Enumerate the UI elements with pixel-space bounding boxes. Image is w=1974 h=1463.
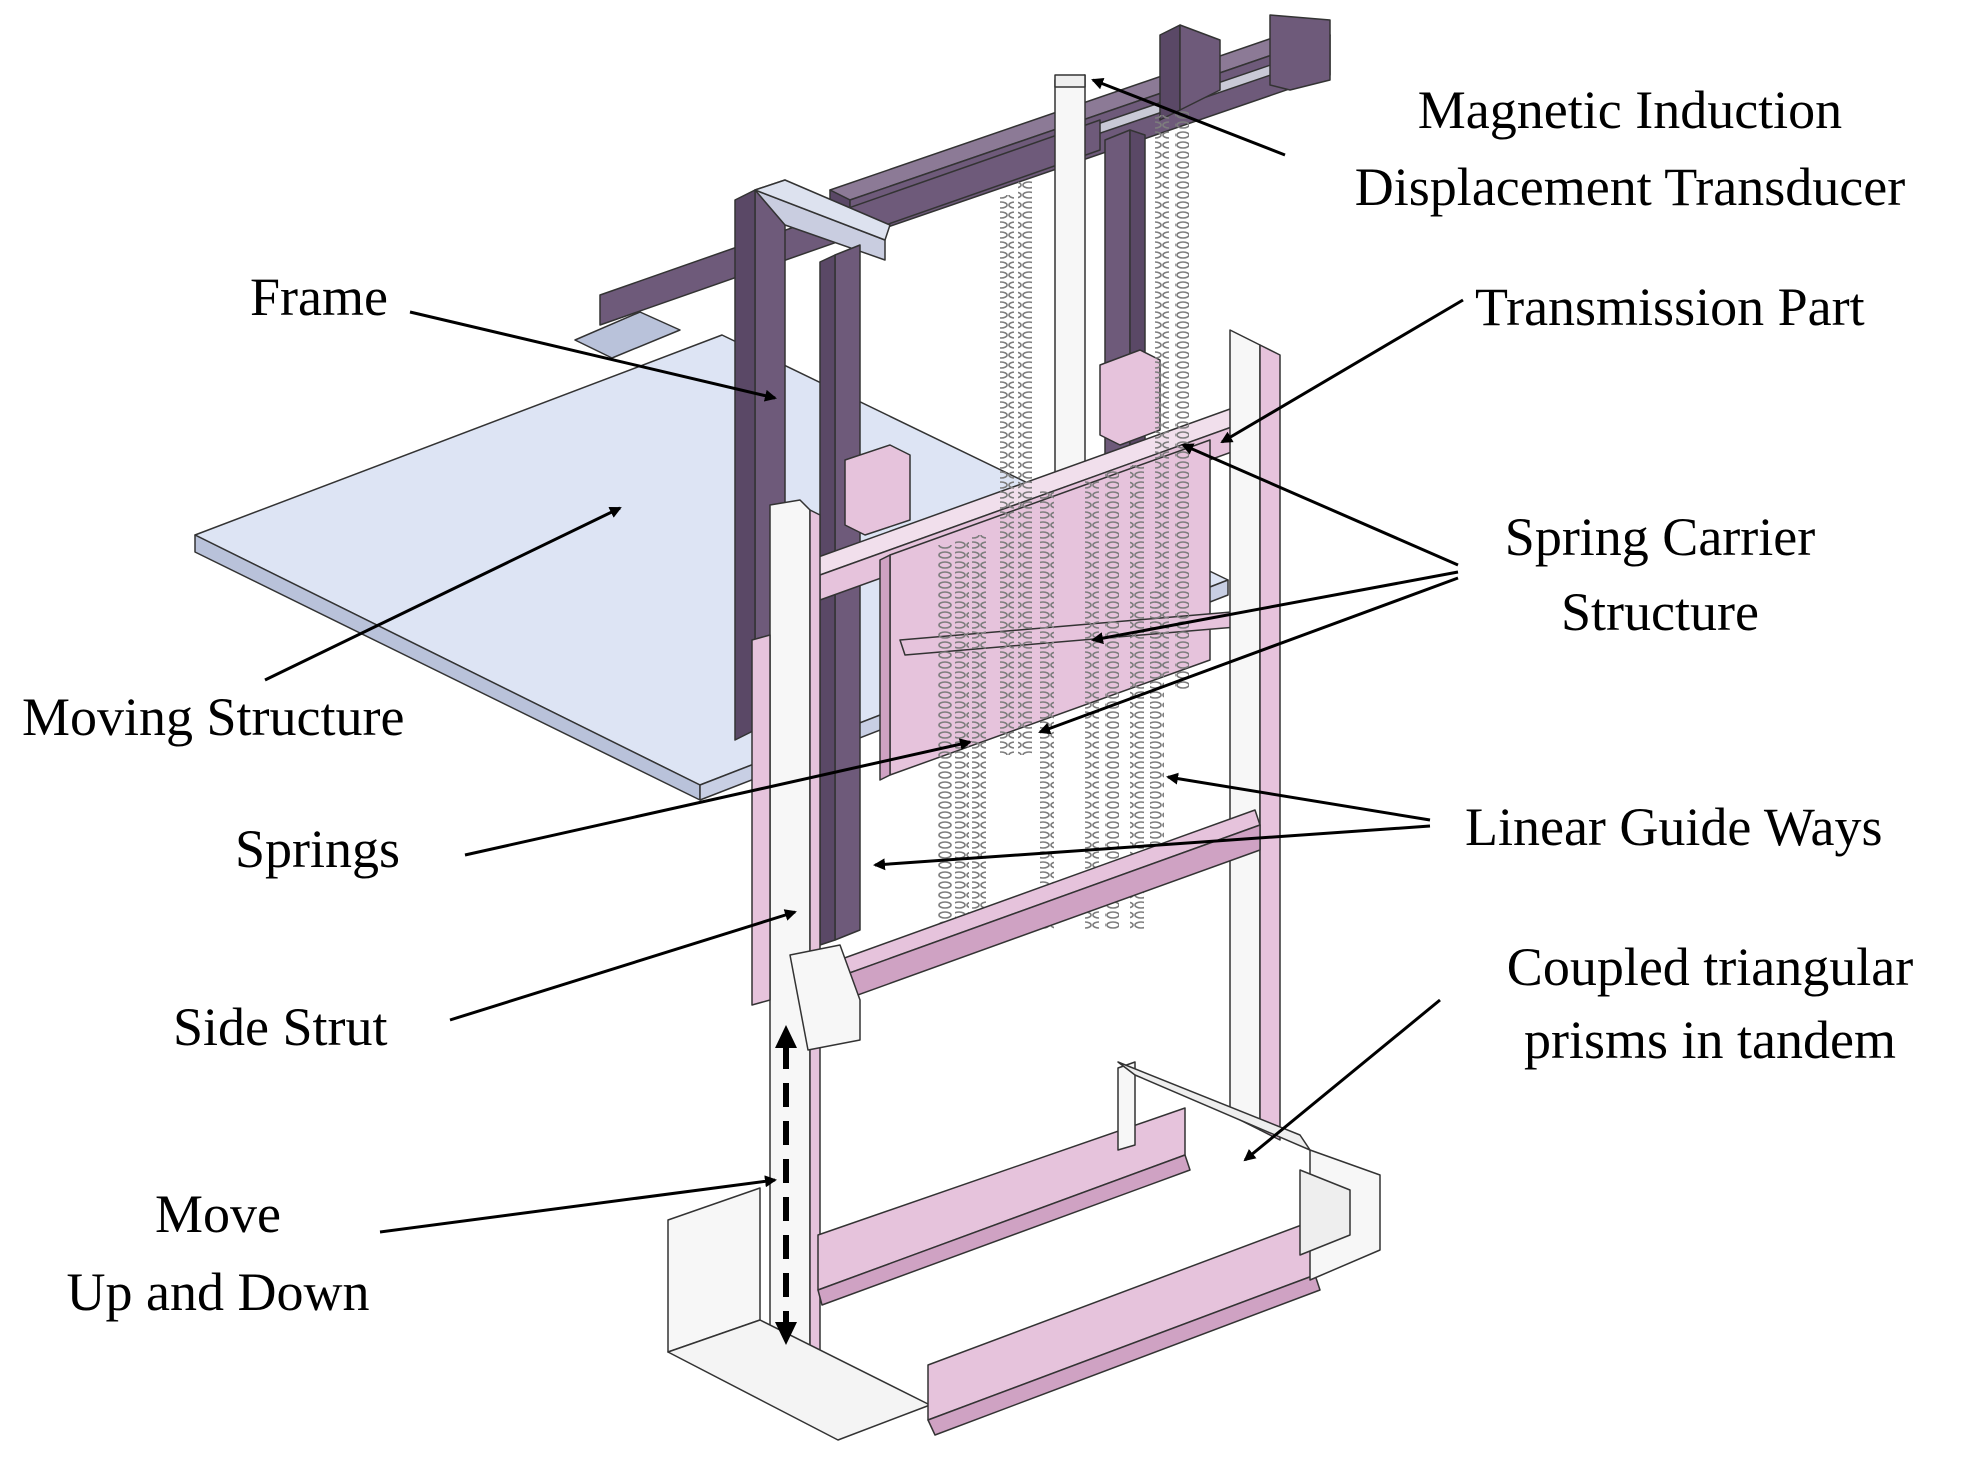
arrow-transducer bbox=[1091, 78, 1286, 157]
right-side-strut bbox=[1229, 329, 1281, 1141]
label-guide-ways: Linear Guide Ways bbox=[1465, 797, 1883, 857]
leader-arrows bbox=[264, 78, 1464, 1234]
arrow-guide-way-left bbox=[873, 824, 1431, 871]
displacement-transducer bbox=[1054, 74, 1086, 476]
label-move-line2: Up and Down bbox=[67, 1262, 370, 1322]
arrow-move bbox=[379, 1175, 777, 1234]
label-springs: Springs bbox=[235, 819, 400, 879]
arrow-transmission bbox=[1220, 298, 1464, 444]
label-transducer-line1: Magnetic Induction bbox=[1418, 80, 1842, 140]
arrow-spring-carrier-3 bbox=[1038, 576, 1459, 735]
label-spring-carrier-line2: Structure bbox=[1561, 582, 1759, 642]
label-side-strut: Side Strut bbox=[173, 997, 388, 1057]
left-side-strut bbox=[751, 499, 861, 1406]
label-prisms-line1: Coupled triangular bbox=[1507, 937, 1913, 997]
move-direction-indicator bbox=[775, 1025, 797, 1345]
label-transducer-line2: Displacement Transducer bbox=[1355, 157, 1905, 217]
arrow-spring-carrier-1 bbox=[1181, 443, 1459, 567]
arrow-side-strut bbox=[449, 909, 797, 1022]
label-move-line1: Move bbox=[155, 1184, 281, 1244]
guide-slider-blocks bbox=[844, 349, 1161, 536]
arrow-moving-structure bbox=[264, 506, 622, 682]
coupled-triangular-prisms bbox=[667, 1061, 1381, 1441]
arrow-guide-way-right bbox=[1166, 772, 1431, 822]
arrow-springs bbox=[464, 738, 972, 857]
label-spring-carrier-line1: Spring Carrier bbox=[1505, 507, 1815, 567]
labels: Magnetic Induction Displacement Transduc… bbox=[22, 80, 1913, 1322]
label-transmission: Transmission Part bbox=[1475, 277, 1865, 337]
arrow-frame bbox=[409, 310, 777, 402]
label-moving-structure: Moving Structure bbox=[22, 687, 404, 747]
top-frame-beams bbox=[599, 14, 1331, 326]
arrow-prisms bbox=[1243, 998, 1441, 1162]
label-prisms-line2: prisms in tandem bbox=[1524, 1010, 1896, 1070]
label-frame: Frame bbox=[250, 267, 388, 327]
arrow-spring-carrier-2 bbox=[1091, 570, 1459, 645]
